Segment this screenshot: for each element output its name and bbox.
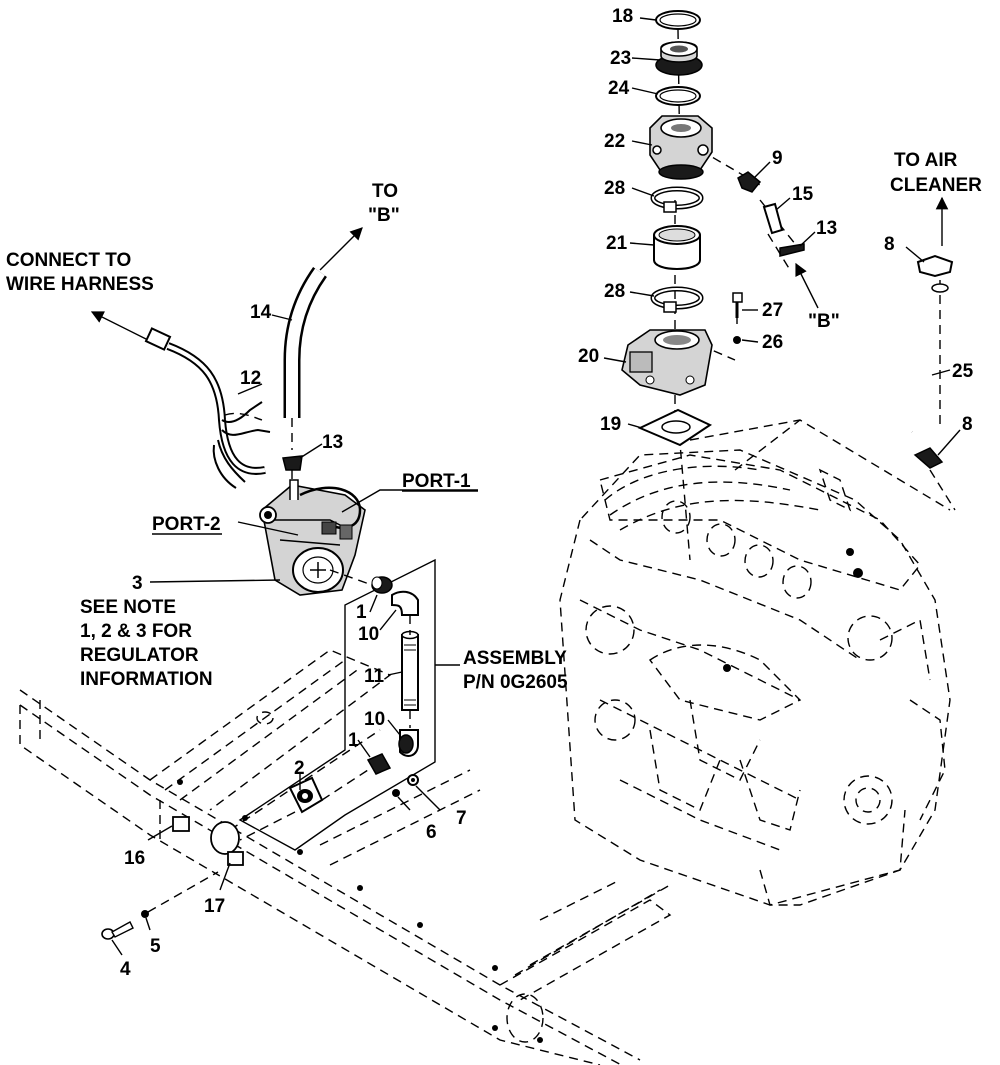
callout-4: 4 [120, 959, 131, 980]
hose-barb-15 [762, 202, 784, 235]
callout-8-lower: 8 [962, 414, 973, 435]
callout-28-upper: 28 [604, 178, 625, 199]
callout-11: 11 [364, 666, 385, 687]
label-to: TO [372, 181, 398, 202]
callout-13-engine: 13 [816, 218, 837, 239]
callout-22: 22 [604, 131, 625, 152]
callout-13-regulator: 13 [322, 432, 343, 453]
callout-19: 19 [600, 414, 621, 435]
bracket-16 [172, 816, 190, 832]
screw-4 [101, 921, 134, 940]
fitting-1-upper [371, 576, 393, 594]
callout-17: 17 [204, 896, 225, 917]
regulator-assembly [90, 227, 478, 596]
callout-6: 6 [426, 822, 437, 843]
label-wire-harness: WIRE HARNESS [6, 274, 154, 295]
callout-3: 3 [132, 573, 143, 594]
elbow-10-lower [398, 729, 419, 757]
label-cleaner: CLEANER [890, 175, 982, 196]
label-to-air: TO AIR [894, 150, 958, 171]
callout-2: 2 [294, 758, 305, 779]
throttle-body-20 [621, 329, 713, 396]
callout-7: 7 [456, 808, 467, 829]
callout-1-upper: 1 [356, 602, 367, 623]
nut-7 [407, 774, 419, 786]
callout-28-lower: 28 [604, 281, 625, 302]
label-see-note: SEE NOTE [80, 597, 176, 618]
hose-clamp-28-upper [650, 186, 704, 213]
gasket-19 [637, 408, 713, 447]
callout-16: 16 [124, 848, 145, 869]
fuel-line-assembly [101, 558, 460, 940]
fitting-2 [288, 776, 324, 814]
diagram-labels: CONNECT TO WIRE HARNESS TO "B" TO AIR CL… [6, 150, 982, 693]
label-assembly: ASSEMBLY [463, 648, 567, 669]
callout-21: 21 [606, 233, 628, 254]
callout-14: 14 [250, 302, 272, 323]
label-port-2: PORT-2 [152, 514, 221, 535]
callouts: 18 23 24 22 28 21 28 20 19 9 15 13 27 26… [111, 6, 974, 980]
mixer-22 [649, 115, 713, 180]
adapter-ring-23 [655, 41, 703, 76]
callout-25: 25 [952, 361, 974, 382]
label-regulator: REGULATOR [80, 645, 199, 666]
callout-9: 9 [772, 148, 783, 169]
callout-10-upper: 10 [358, 624, 379, 645]
fitting-1-lower [366, 753, 392, 775]
label-to-b: "B" [368, 205, 400, 226]
label-b-ref: "B" [808, 311, 840, 332]
elbow-10-upper [391, 590, 419, 616]
callout-12: 12 [240, 368, 261, 389]
label-note-nums: 1, 2 & 3 FOR [80, 621, 192, 642]
callout-27: 27 [762, 300, 783, 321]
washer-5 [141, 910, 149, 918]
engine-assembly [559, 449, 951, 906]
callout-1-lower: 1 [348, 730, 359, 751]
label-assembly-pn: P/N 0G2605 [463, 672, 568, 693]
callout-15: 15 [792, 184, 814, 205]
label-information: INFORMATION [80, 669, 213, 690]
intake-stack [621, 10, 956, 561]
callout-26: 26 [762, 332, 783, 353]
callout-5: 5 [150, 936, 161, 957]
callout-20: 20 [578, 346, 599, 367]
label-port-1: PORT-1 [402, 471, 471, 492]
callout-24: 24 [608, 78, 630, 99]
pipe-nipple-11 [401, 630, 419, 711]
callout-10-lower: 10 [364, 709, 385, 730]
washer-26 [733, 336, 741, 344]
screw-27 [732, 292, 743, 318]
bracket-17 [227, 851, 244, 866]
washer-6 [392, 789, 400, 797]
label-connect-to: CONNECT TO [6, 250, 131, 271]
hose-clamp-28-lower [650, 286, 704, 313]
frame-rail [19, 649, 672, 1065]
fitting-9 [737, 171, 762, 193]
callout-18: 18 [612, 6, 633, 27]
callout-8-upper: 8 [884, 234, 895, 255]
callout-23: 23 [610, 48, 631, 69]
hose-sleeve-21 [653, 225, 701, 270]
air-cleaner-hose [883, 196, 954, 469]
